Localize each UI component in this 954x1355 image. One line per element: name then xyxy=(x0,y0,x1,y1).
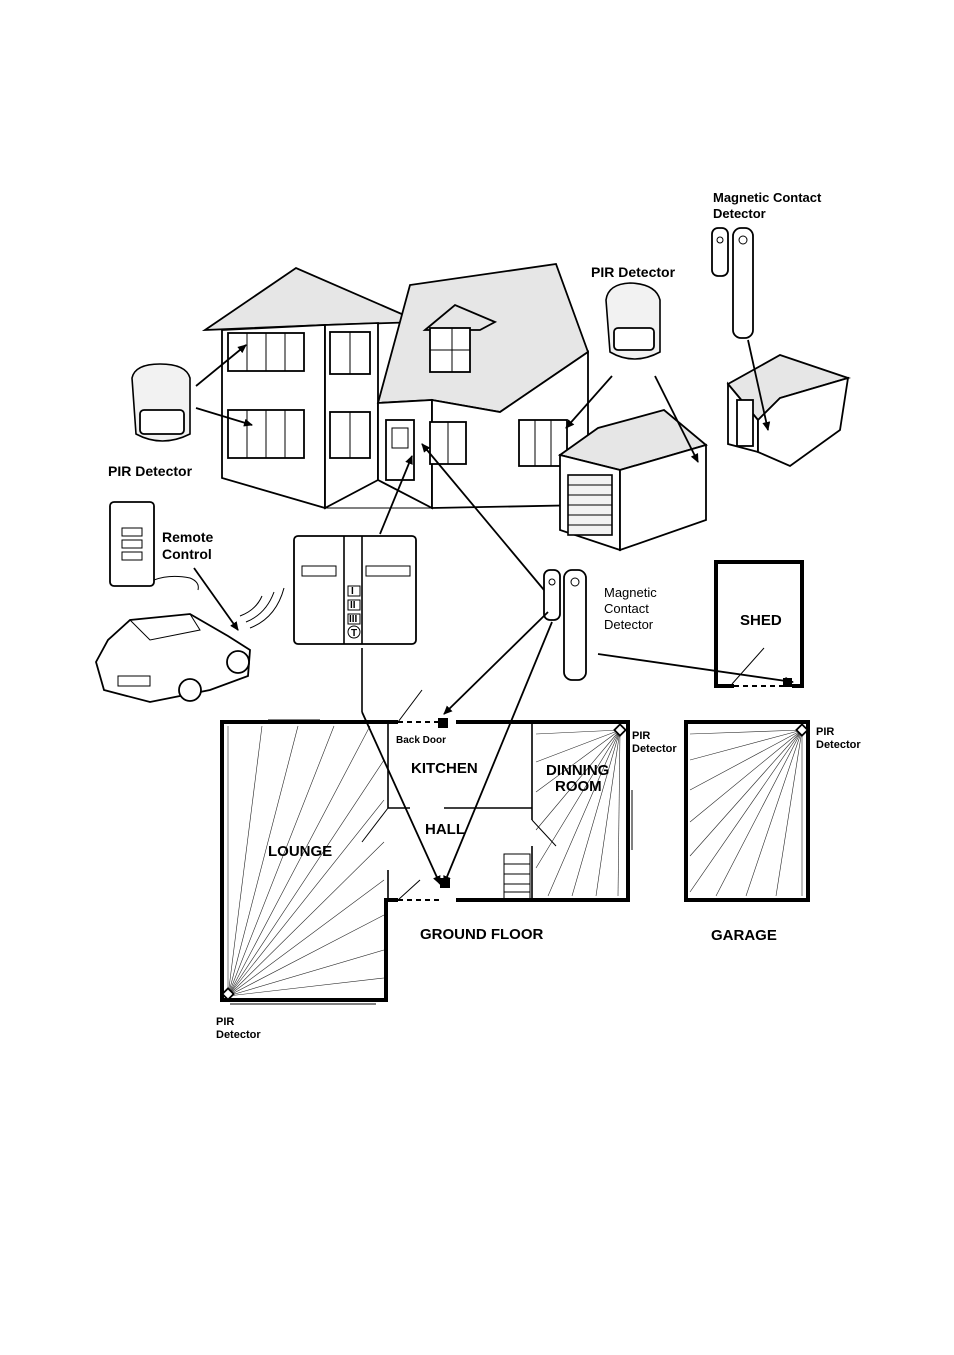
garage-illustration xyxy=(557,409,708,552)
lounge-room-label: LOUNGE xyxy=(268,843,332,860)
panel-button-3: III xyxy=(349,614,358,625)
magnetic-contact-mid-label-2: Contact xyxy=(604,601,649,616)
pir-detector-device-top xyxy=(605,282,661,360)
back-door-label: Back Door xyxy=(396,735,446,746)
dining-room-label-2: ROOM xyxy=(555,778,602,795)
remote-control-label-2: Control xyxy=(162,546,212,562)
magnetic-contact-mid-label-1: Magnetic xyxy=(604,585,657,600)
hall-room-label: HALL xyxy=(425,821,465,838)
pir-detector-left-label: PIR Detector xyxy=(108,463,193,479)
pir-garage-label-2: Detector xyxy=(816,739,861,751)
pir-lounge-label-2: Detector xyxy=(216,1029,261,1041)
shed-illustration xyxy=(726,354,851,468)
magnetic-contact-top-label-2: Detector xyxy=(713,206,766,221)
garage-room-label: GARAGE xyxy=(711,927,777,944)
magnetic-contact-mid-label-3: Detector xyxy=(604,617,654,632)
panel-key-symbol: T xyxy=(351,628,357,639)
lounge-pir-coverage xyxy=(227,725,385,997)
pir-dining-label-2: Detector xyxy=(632,743,677,755)
panel-button-2: II xyxy=(350,600,356,611)
magnetic-contact-top-label-1: Magnetic Contact xyxy=(713,190,822,205)
ground-floor-plan xyxy=(220,689,633,1005)
dining-pir-coverage xyxy=(535,729,621,897)
remote-control-device xyxy=(109,501,199,591)
pir-lounge-label-1: PIR xyxy=(216,1016,234,1028)
house-illustration xyxy=(201,263,590,510)
remote-control-label-1: Remote xyxy=(162,529,214,545)
shed-room-label: SHED xyxy=(740,612,782,629)
pir-detector-device-left xyxy=(131,363,191,442)
pir-detector-top-label: PIR Detector xyxy=(591,264,676,280)
kitchen-room-label: KITCHEN xyxy=(411,760,478,777)
pointer-arrows xyxy=(193,339,794,885)
magnetic-contact-device-mid xyxy=(543,569,587,681)
car-illustration xyxy=(95,587,285,703)
shed-floor-plan xyxy=(714,560,804,688)
magnetic-contact-device-top xyxy=(711,227,754,339)
ground-floor-label: GROUND FLOOR xyxy=(420,926,543,943)
garage-pir-coverage xyxy=(689,729,803,897)
pir-dining-label-1: PIR xyxy=(632,730,650,742)
dining-room-label-1: DINNING xyxy=(546,762,609,779)
panel-button-1: I xyxy=(351,586,354,597)
garage-floor-plan xyxy=(684,720,810,902)
pir-garage-label-1: PIR xyxy=(816,726,834,738)
control-panel-device: I II III T xyxy=(293,535,417,645)
